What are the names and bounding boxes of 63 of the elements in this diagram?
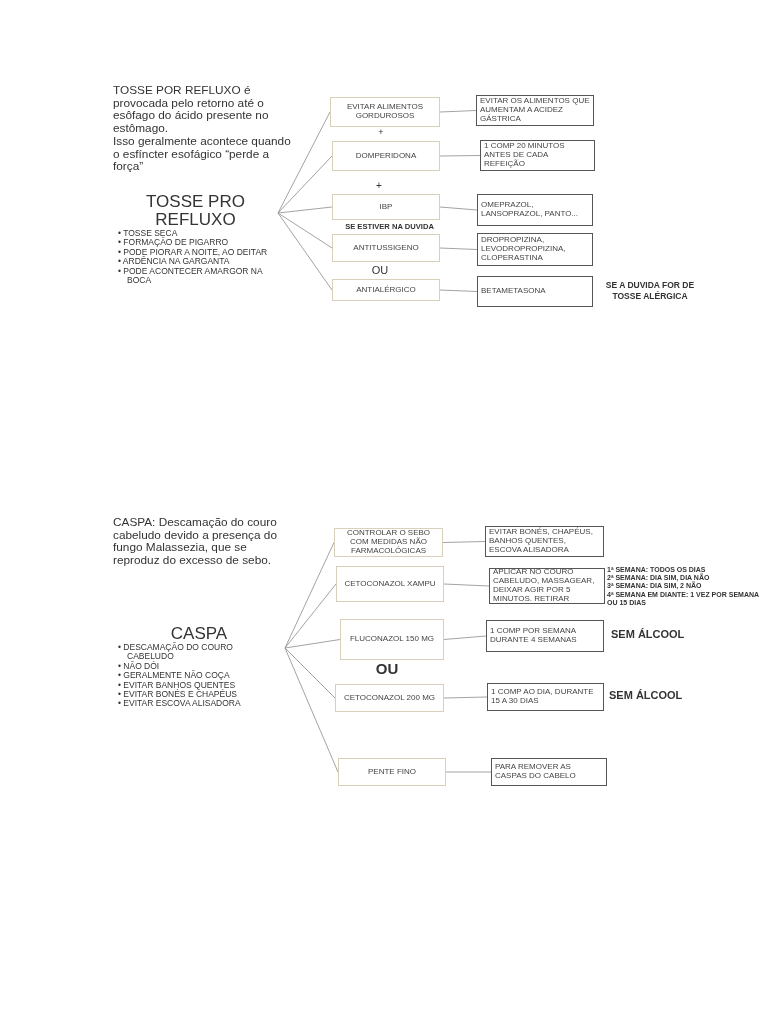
treatment-box: CONTROLAR O SEBO COM MEDIDAS NÃO FARMACOLÓGICAS <box>334 528 443 557</box>
treatment-box: IBP <box>332 194 440 220</box>
list-item: • ARDÊNCIA NA GARGANTA <box>117 257 231 267</box>
connector-line <box>439 247 478 250</box>
description-text: TOSSE POR REFLUXO é provocada pelo retorno até o esôfago do ácido presente no estômago. <box>113 84 270 135</box>
treatment-box: PENTE FINO <box>338 758 446 786</box>
detail-box: 1 COMP AO DIA, DURANTE 15 A 30 DIAS <box>487 683 604 711</box>
connector-line <box>277 206 333 214</box>
treatment-box: FLUCONAZOL 150 MG <box>340 619 444 660</box>
detail-box: APLICAR NO COURO CABELUDO, MASSAGEAR, DEIXAR AGIR POR 5 MINUTOS. RETIRAR <box>489 568 605 604</box>
connector-line <box>277 212 333 291</box>
treatment-box: EVITAR ALIMENTOS GORDUROSOS <box>330 97 440 127</box>
connector-line <box>443 583 490 587</box>
list-item: • NÃO DÓI <box>117 661 161 672</box>
side-note: SEM ÁLCOOL <box>609 689 684 702</box>
connector-line <box>442 541 486 543</box>
detail-box: BETAMETASONA <box>477 276 593 307</box>
connector-line <box>439 110 477 113</box>
connector-line <box>284 542 335 649</box>
connector-line <box>277 155 333 214</box>
list-item: • EVITAR ESCOVA ALISADORA <box>117 699 242 709</box>
connector-line <box>445 771 492 773</box>
list-item: • PODE PIORAR A NOITE, AO DEITAR <box>117 247 269 257</box>
detail-box: EVITAR OS ALIMENTOS QUE AUMENTAM A ACIDEZ GÁSTRICA <box>476 95 594 126</box>
connector-line <box>443 635 487 640</box>
connector-line <box>277 111 331 214</box>
description-text: Isso geralmente acontece quando o esfíncter esofágico “perde a força” <box>113 135 292 173</box>
connector-note: OU <box>370 264 390 276</box>
connector-line <box>439 289 478 292</box>
detail-box: DROPROPIZINA, LEVODROPROPIZINA, CLOPERASTINA <box>477 233 593 266</box>
description-text: CASPA: Descamação do couro cabeludo devido a presença do fungo Malassezia, que se reproduz do excesso de sebo. <box>113 516 278 567</box>
list-item: • FORMAÇÃO DE PIGARRO <box>117 238 230 248</box>
side-note: SE A DUVIDA FOR DE TOSSE ALÉRGICA <box>604 280 696 302</box>
detail-box: EVITAR BONÉS, CHAPÉUS, BANHOS QUENTES, ESCOVA ALISADORA <box>485 526 604 557</box>
list-item: • EVITAR BANHOS QUENTES <box>117 680 236 690</box>
connector-line <box>284 647 339 773</box>
connector-line <box>439 155 481 157</box>
list-item: • EVITAR BONÉS E CHAPÉUS <box>117 690 238 700</box>
list-item: • GERALMENTE NÃO COÇA <box>117 671 231 681</box>
detail-box: OMEPRAZOL, LANSOPRAZOL, PANTO... <box>477 194 593 226</box>
treatment-box: ANTIALÉRGICO <box>332 279 440 301</box>
connector-line <box>443 696 488 699</box>
connector-line <box>284 639 341 649</box>
detail-box: PARA REMOVER AS CASPAS DO CABELO <box>491 758 607 786</box>
connector-note: OU <box>374 660 400 677</box>
list-item: • DESCAMAÇÃO DO COURO CABELUDO <box>117 643 234 662</box>
detail-box: 1 COMP POR SEMANA DURANTE 4 SEMANAS <box>486 620 604 652</box>
connector-line <box>277 212 333 249</box>
list-item: • TOSSE SECA <box>117 229 179 238</box>
topic-heading: TOSSE PRO REFLUXO <box>145 193 246 229</box>
connector-note: + <box>377 127 385 137</box>
side-note: SEM ÁLCOOL <box>611 628 686 641</box>
treatment-box: CETOCONAZOL XAMPU <box>336 566 444 602</box>
detail-box: 1 COMP 20 MINUTOS ANTES DE CADA REFEIÇÃO <box>480 140 595 171</box>
topic-heading: CASPA <box>170 625 229 643</box>
treatment-box: DOMPERIDONA <box>332 141 440 171</box>
treatment-box: CETOCONAZOL 200 MG <box>335 684 444 712</box>
connector-note: + <box>375 180 383 191</box>
connector-line <box>284 647 336 699</box>
treatment-box: ANTITUSSIGENO <box>332 234 440 262</box>
connector-line <box>284 583 337 649</box>
connector-line <box>439 206 478 211</box>
list-item: • PODE ACONTECER AMARGOR NA BOCA <box>117 266 264 286</box>
